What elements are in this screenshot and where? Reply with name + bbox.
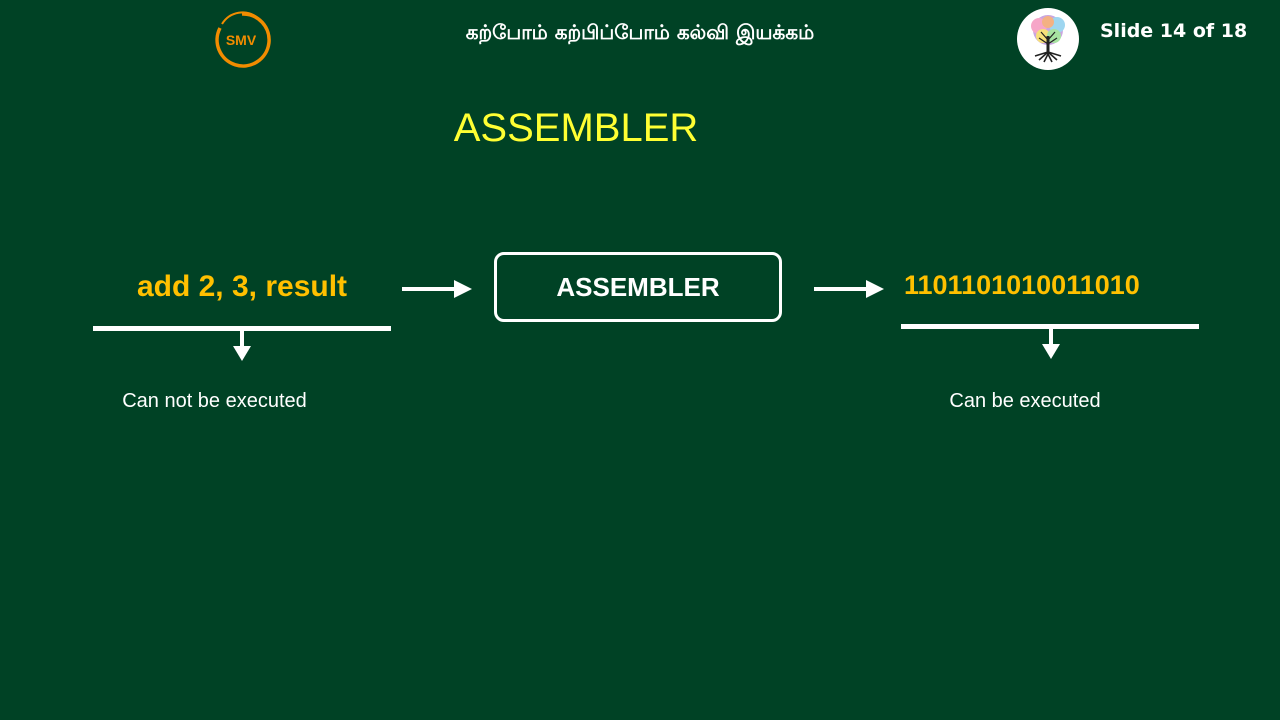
smv-logo-text: SMV	[226, 32, 257, 48]
slide-title: ASSEMBLER	[453, 106, 699, 150]
machine-code-text: 1101101010011010	[904, 270, 1140, 300]
assembler-box-label: ASSEMBLER	[556, 271, 720, 302]
header-title: கற்போம் கற்பிப்போம் கல்வி இயக்கம்	[465, 20, 815, 44]
assembler-box: ASSEMBLER	[494, 252, 782, 322]
machine-caption: Can be executed	[949, 390, 1101, 412]
arrow-down-icon	[233, 330, 251, 361]
tree-logo-icon	[1017, 8, 1079, 70]
source-underline	[93, 326, 391, 331]
arrow-right-icon	[814, 280, 884, 298]
source-code-text: add 2, 3, result	[136, 270, 348, 303]
slide-counter: Slide 14 of 18	[1100, 20, 1248, 42]
arrow-right-icon	[402, 280, 472, 298]
machine-underline	[901, 324, 1199, 329]
source-caption: Can not be executed	[122, 390, 307, 412]
arrow-down-icon	[1042, 328, 1060, 359]
smv-logo-icon: SMV	[212, 10, 272, 68]
